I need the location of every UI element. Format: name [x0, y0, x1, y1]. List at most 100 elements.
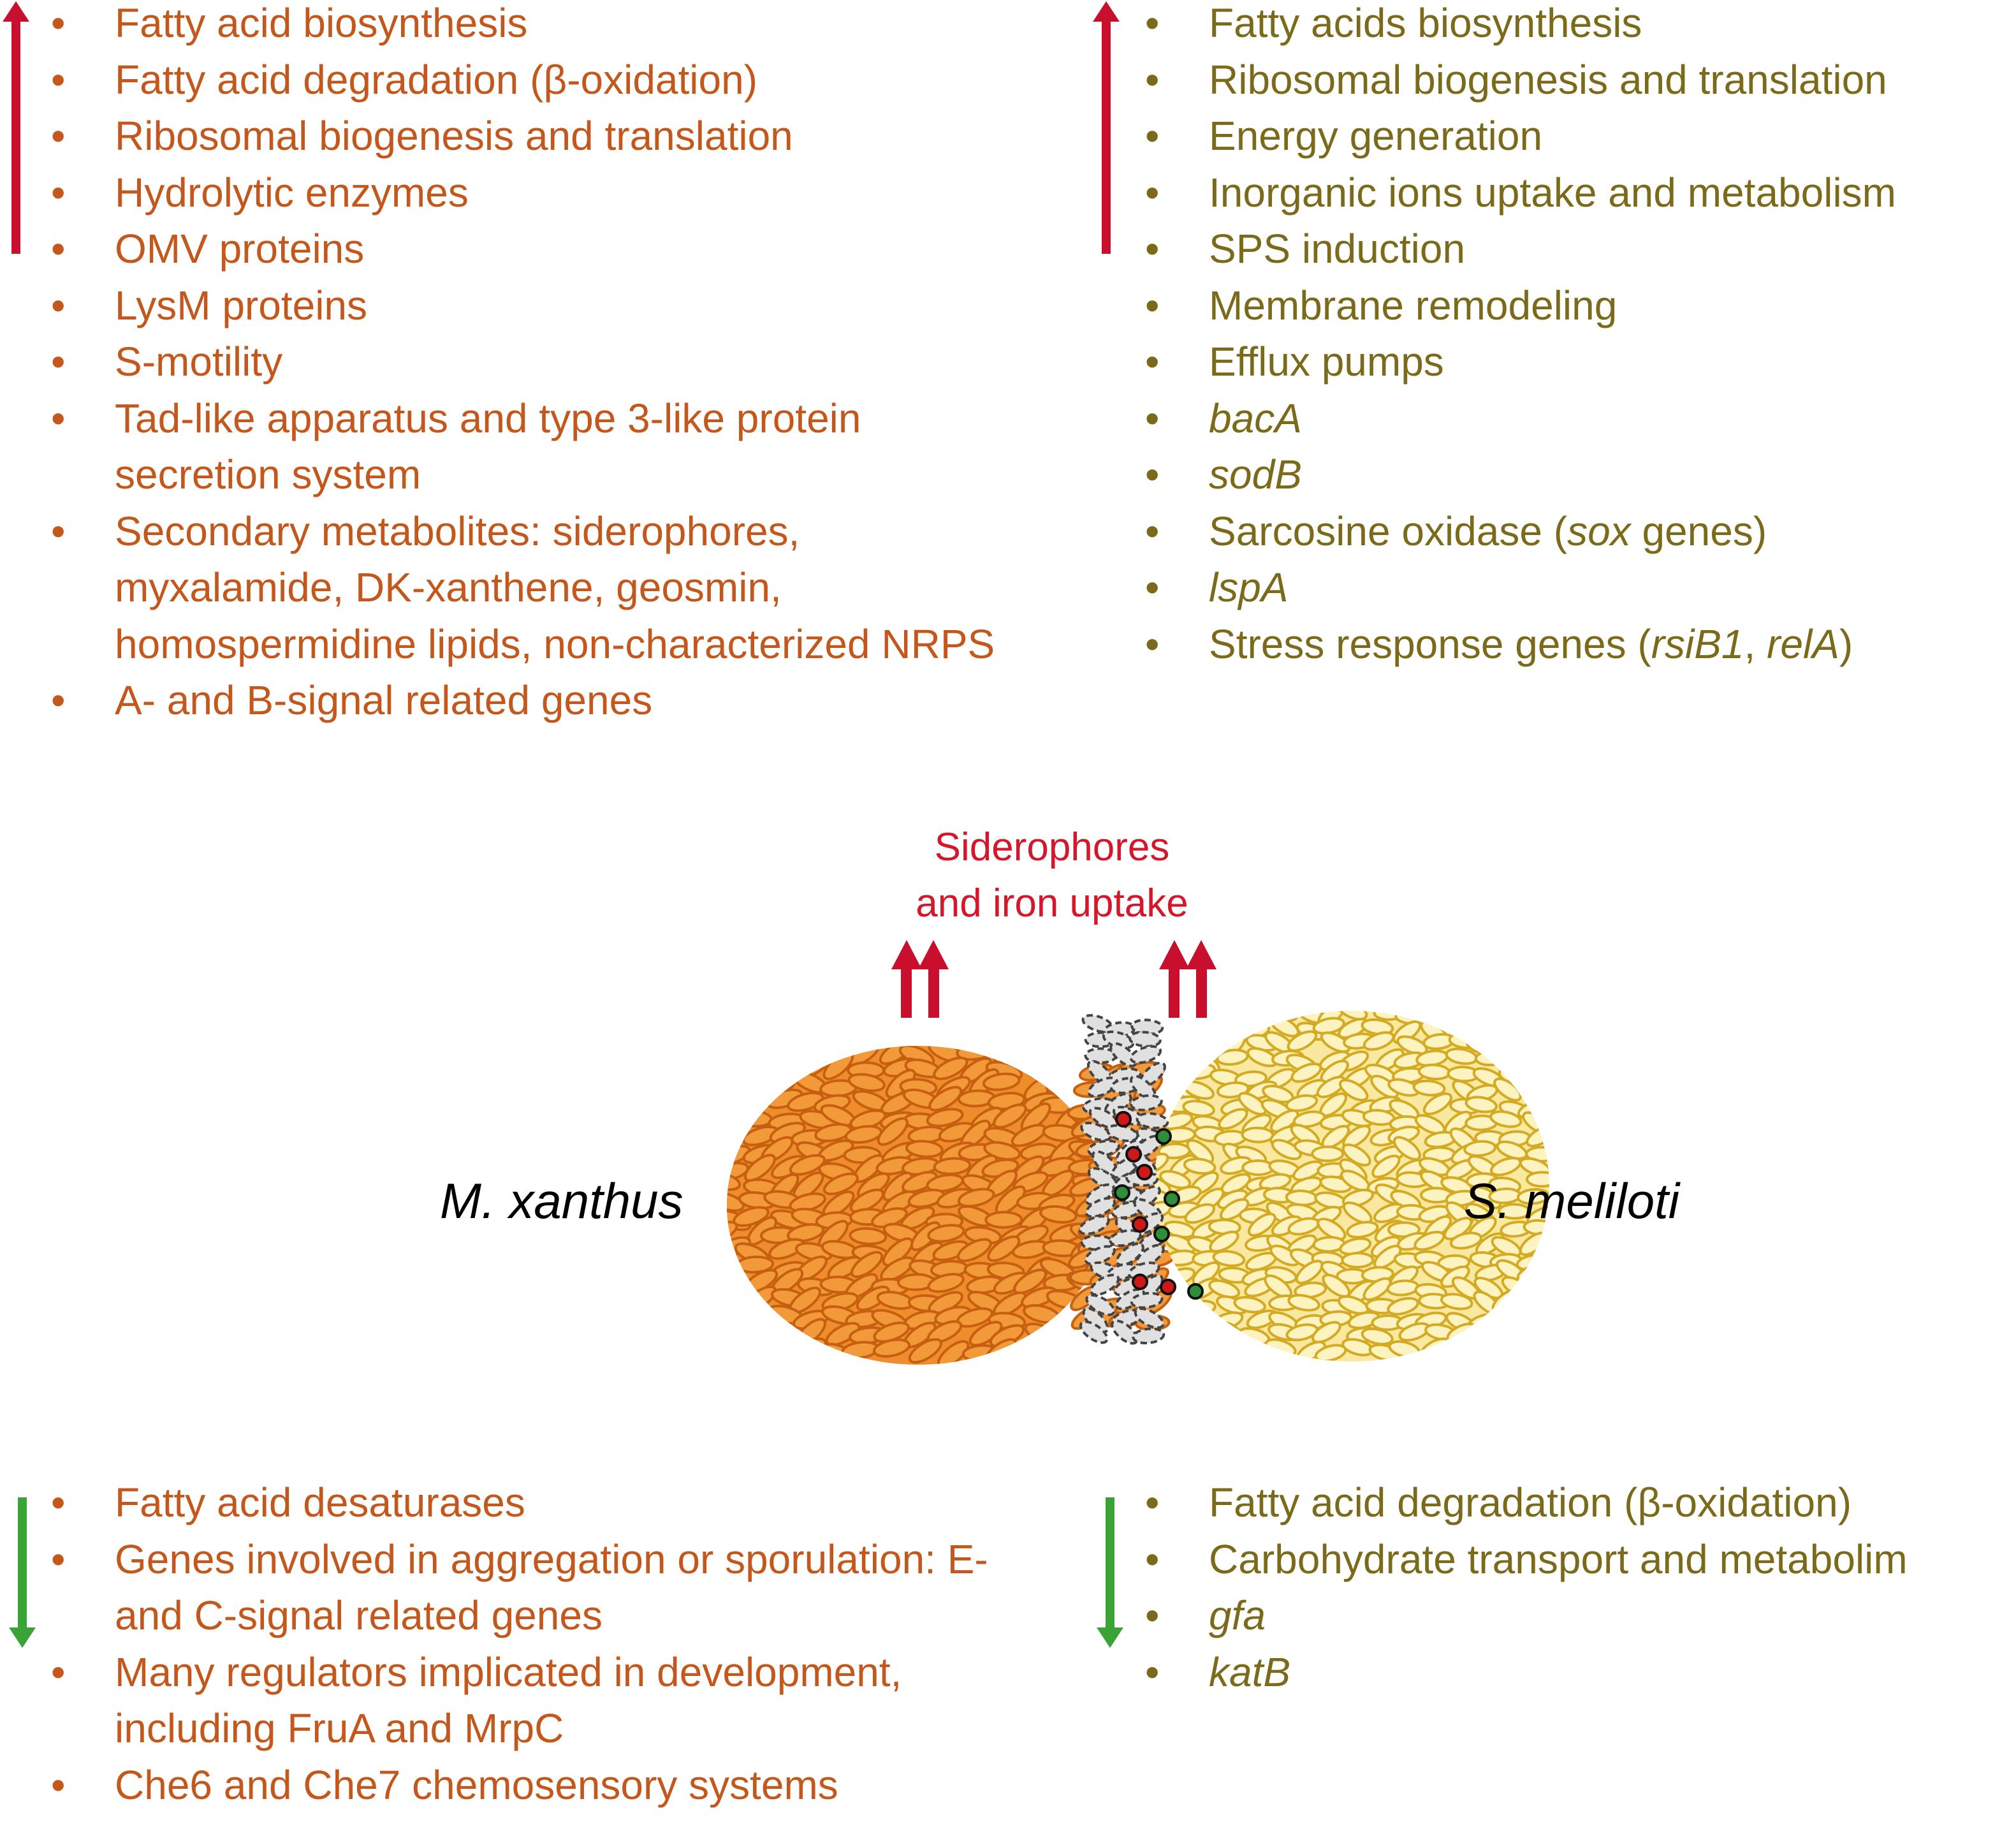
bacterial-cell [1154, 1152, 1169, 1175]
bullet: • [1145, 564, 1160, 610]
list-item: •Hydrolytic enzymes [0, 165, 1020, 221]
list-item: •gfa [1094, 1587, 2016, 1644]
bacterial-cell [1109, 1042, 1137, 1068]
item-text: Che6 and Che7 chemosensory systems [115, 1761, 838, 1808]
bullet: • [51, 113, 66, 159]
bacterial-cell [727, 1342, 748, 1363]
item-text: SPS induction [1209, 226, 1466, 272]
list-item: •bacA [1094, 390, 2016, 447]
list-item: •Genes involved in aggregation or sporul… [0, 1531, 1046, 1644]
bacterial-cell [1466, 1328, 1500, 1346]
bacterial-cell [847, 1073, 886, 1092]
bacterial-cell [1184, 1021, 1215, 1042]
item-text: Sarcosine oxidase ( [1209, 508, 1568, 554]
bacterial-cell [1266, 1011, 1299, 1022]
bacterial-cell [1115, 1242, 1144, 1267]
bacterial-cell [1085, 1293, 1116, 1316]
bacterial-cell [1470, 1339, 1499, 1362]
bacterial-cell [1489, 1110, 1523, 1128]
item-text: Inorganic ions uptake and metabolism [1209, 169, 1896, 216]
bacterial-cell [1187, 1326, 1217, 1348]
bacterial-cell [1047, 1046, 1081, 1064]
bacterial-cell [1213, 1341, 1247, 1358]
bullet: • [51, 395, 66, 441]
bacterial-cell [927, 1273, 965, 1293]
bacterial-cell [1493, 1324, 1526, 1342]
bacterial-cell [1422, 1092, 1452, 1115]
bacterial-cell [1494, 1034, 1524, 1057]
bacterial-cell [760, 1341, 795, 1365]
bacterial-cell [1084, 1047, 1118, 1064]
bullet: • [51, 1536, 66, 1582]
bullet: • [1145, 0, 1160, 46]
bacterial-cell [735, 1339, 770, 1363]
bacterial-cell [1290, 1062, 1322, 1083]
bacterial-cell [1013, 1268, 1048, 1295]
bacterial-cell [727, 1191, 745, 1212]
item-text: lspA [1209, 564, 1289, 610]
bacterial-cell [928, 1085, 963, 1112]
bacterial-cell [727, 1257, 740, 1280]
bacterial-cell [1160, 1033, 1190, 1057]
bullet: • [1145, 1649, 1160, 1695]
bacterial-cell [791, 1046, 829, 1061]
bacterial-cell [727, 1046, 743, 1067]
bacterial-cell [1361, 1327, 1394, 1346]
bacterial-cell [1287, 1030, 1318, 1052]
bacterial-cell [727, 1171, 741, 1191]
bacterial-cell [1285, 1323, 1318, 1342]
bacterial-cell [1493, 1077, 1522, 1102]
bacterial-cell [1396, 1035, 1428, 1055]
downregulated-arrow-sm [1097, 1497, 1123, 1648]
bacterial-cell [1526, 1279, 1549, 1298]
bacterial-cell [1109, 1229, 1142, 1247]
bacterial-cell [1085, 1197, 1116, 1218]
signal-dot [1155, 1128, 1172, 1145]
interface-cells [1078, 1014, 1169, 1345]
item-text: rsiB1 [1651, 621, 1744, 667]
bacterial-cell [791, 1337, 828, 1360]
bullet: • [1145, 56, 1160, 103]
bacterial-cell [1517, 1315, 1549, 1333]
bacterial-cell [1159, 1170, 1192, 1189]
bacterial-cell [1080, 1121, 1112, 1142]
bullet: • [51, 508, 66, 554]
bacterial-cell [1517, 1066, 1549, 1087]
bullet: • [1145, 1592, 1160, 1638]
list-item: •Tad-like apparatus and type 3-like prot… [0, 390, 1020, 503]
list-item: •Sarcosine oxidase (sox genes) [1094, 503, 2016, 560]
bacterial-cell [1159, 1346, 1193, 1362]
bacterial-cell [1491, 1011, 1524, 1022]
mx-upregulated-list: •Fatty acid biosynthesis•Fatty acid degr… [0, 0, 1020, 729]
bacterial-cell [1221, 1011, 1252, 1024]
item-text: Efflux pumps [1209, 339, 1444, 385]
bacterial-cell [1162, 1052, 1192, 1074]
item-text: S-motility [115, 339, 283, 385]
bacterial-cell [1183, 1300, 1216, 1317]
signal-dot [1136, 1164, 1153, 1180]
bacterial-cell [1285, 1189, 1318, 1207]
bacterial-cell [1218, 1108, 1248, 1130]
upregulated-arrow-mx [3, 1, 29, 254]
bacterial-cell [1311, 1321, 1341, 1344]
bacterial-cell [905, 1140, 944, 1158]
bacterial-cell [1132, 1327, 1165, 1345]
bacterial-cell [1183, 1314, 1217, 1332]
list-item: •Efflux pumps [1094, 334, 2016, 390]
bacterial-cell [1239, 1011, 1271, 1025]
bacterial-cell [927, 1224, 965, 1243]
bacterial-cell [1371, 1154, 1401, 1179]
list-item: •Fatty acid desaturases [0, 1474, 1046, 1531]
bacterial-cell [727, 1291, 744, 1309]
signal-dot [1187, 1283, 1204, 1300]
bullet: • [51, 1649, 66, 1695]
list-item: •Energy generation [1094, 108, 2016, 165]
item-text: Membrane remodeling [1209, 282, 1618, 328]
bacterial-cell [956, 1238, 992, 1263]
bacterial-cell [814, 1123, 852, 1142]
item-text: Ribosomal biogenesis and translation [115, 113, 793, 159]
bacterial-cell [1516, 1296, 1547, 1317]
bullet: • [51, 226, 66, 272]
upregulated-arrow-sm [1093, 1, 1120, 254]
bacterial-cell [1413, 1230, 1445, 1251]
